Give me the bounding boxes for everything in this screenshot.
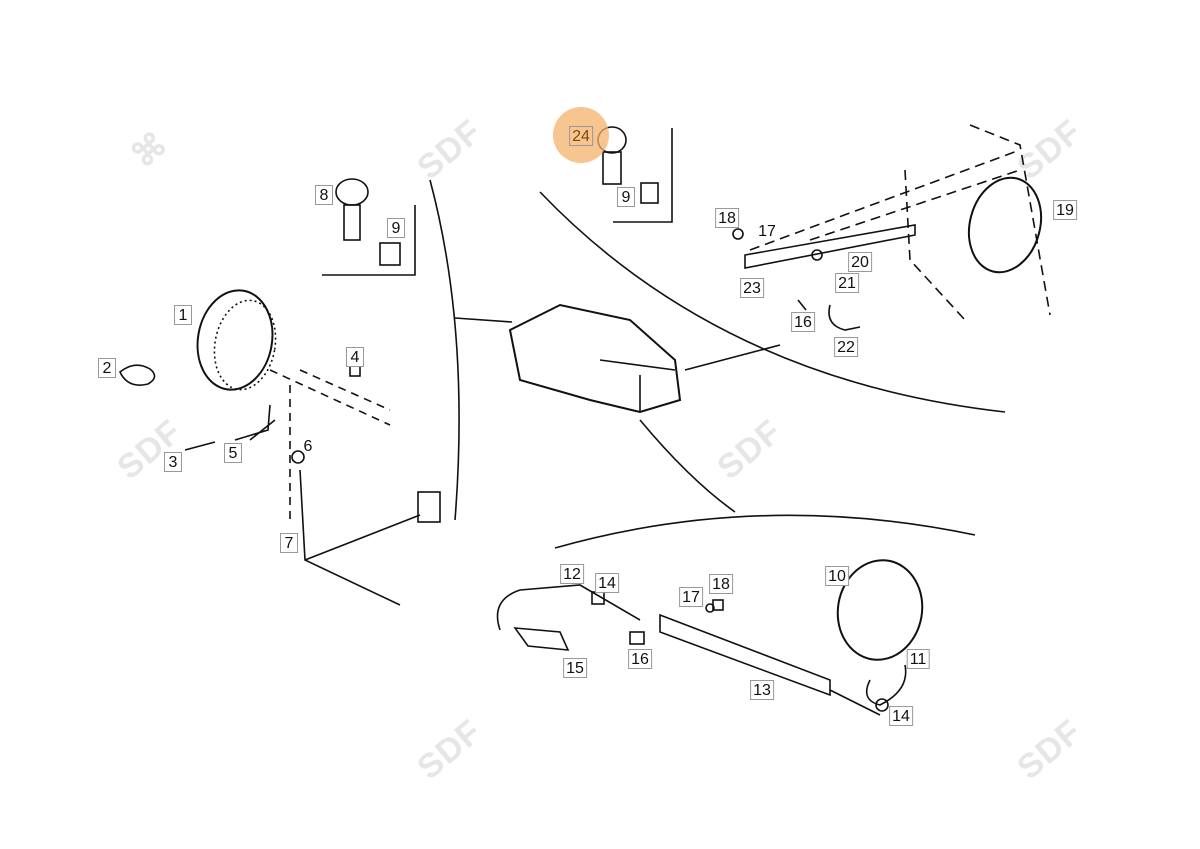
tractor-detail	[599, 359, 676, 412]
part-label-6[interactable]: 6	[303, 438, 313, 455]
part-label-3[interactable]: 3	[164, 452, 182, 472]
frame	[613, 128, 673, 223]
harness-7	[299, 469, 421, 606]
boundary-curve	[554, 514, 976, 549]
tractor-body	[508, 303, 682, 414]
grommet-6	[291, 450, 305, 464]
part-label-7[interactable]: 7	[280, 533, 298, 553]
boundary-curve	[539, 191, 1006, 413]
bracket-23	[744, 224, 916, 269]
switch-8	[335, 178, 369, 206]
lamp-lens	[213, 299, 277, 391]
part-label-14[interactable]: 14	[595, 573, 619, 593]
part-label-24[interactable]: 24	[569, 126, 593, 146]
frame	[322, 205, 416, 276]
part-label-20[interactable]: 20	[848, 252, 872, 272]
boundary-curve	[429, 179, 460, 521]
bracket-13	[659, 613, 831, 697]
cable-12	[496, 584, 641, 631]
bolt-16b	[629, 631, 645, 645]
relay-9b	[640, 182, 659, 204]
part-label-18[interactable]: 18	[709, 574, 733, 594]
washer-17	[705, 603, 715, 613]
part-label-5[interactable]: 5	[224, 443, 242, 463]
leader-line	[684, 344, 781, 371]
washer-20	[811, 249, 823, 261]
cable	[829, 689, 881, 716]
clip-22	[828, 304, 861, 331]
bracket-5	[234, 404, 276, 441]
part-label-9[interactable]: 9	[617, 187, 635, 207]
part-label-12[interactable]: 12	[560, 564, 584, 584]
part-label-2[interactable]: 2	[98, 358, 116, 378]
work-lamp-19	[967, 176, 1043, 274]
part-label-22[interactable]: 22	[834, 337, 858, 357]
part-label-15[interactable]: 15	[563, 658, 587, 678]
part-label-14[interactable]: 14	[889, 706, 913, 726]
leader-line	[454, 317, 513, 323]
switch-body	[602, 151, 622, 185]
connector	[417, 491, 441, 523]
part-label-17[interactable]: 17	[758, 223, 776, 240]
relay-9	[379, 242, 401, 266]
bulb-2	[119, 364, 156, 386]
mount-line	[269, 369, 391, 520]
roof-line	[749, 124, 1051, 321]
part-label-9[interactable]: 9	[387, 218, 405, 238]
part-label-18[interactable]: 18	[715, 208, 739, 228]
bolt-16	[797, 299, 807, 311]
part-label-13[interactable]: 13	[750, 680, 774, 700]
work-lamp-1	[196, 289, 274, 391]
part-label-21[interactable]: 21	[835, 273, 859, 293]
wire-11	[865, 664, 907, 706]
plug-15	[513, 627, 570, 651]
part-label-17[interactable]: 17	[679, 587, 703, 607]
part-label-11[interactable]: 11	[906, 649, 930, 669]
part-label-19[interactable]: 19	[1053, 200, 1077, 220]
part-label-8[interactable]: 8	[315, 185, 333, 205]
part-label-16[interactable]: 16	[628, 649, 652, 669]
work-lamp-10	[836, 559, 924, 661]
part-label-4[interactable]: 4	[346, 347, 364, 367]
nut-18	[732, 228, 744, 240]
grommet-14b	[875, 698, 889, 712]
nut-18b	[712, 599, 724, 611]
bolt-3	[184, 441, 216, 451]
part-label-10[interactable]: 10	[825, 566, 849, 586]
part-label-23[interactable]: 23	[740, 278, 764, 298]
part-label-1[interactable]: 1	[174, 305, 192, 325]
part-label-16[interactable]: 16	[791, 312, 815, 332]
leader-line	[639, 419, 736, 513]
selected-part-highlight	[553, 107, 609, 163]
switch-body	[343, 204, 361, 241]
